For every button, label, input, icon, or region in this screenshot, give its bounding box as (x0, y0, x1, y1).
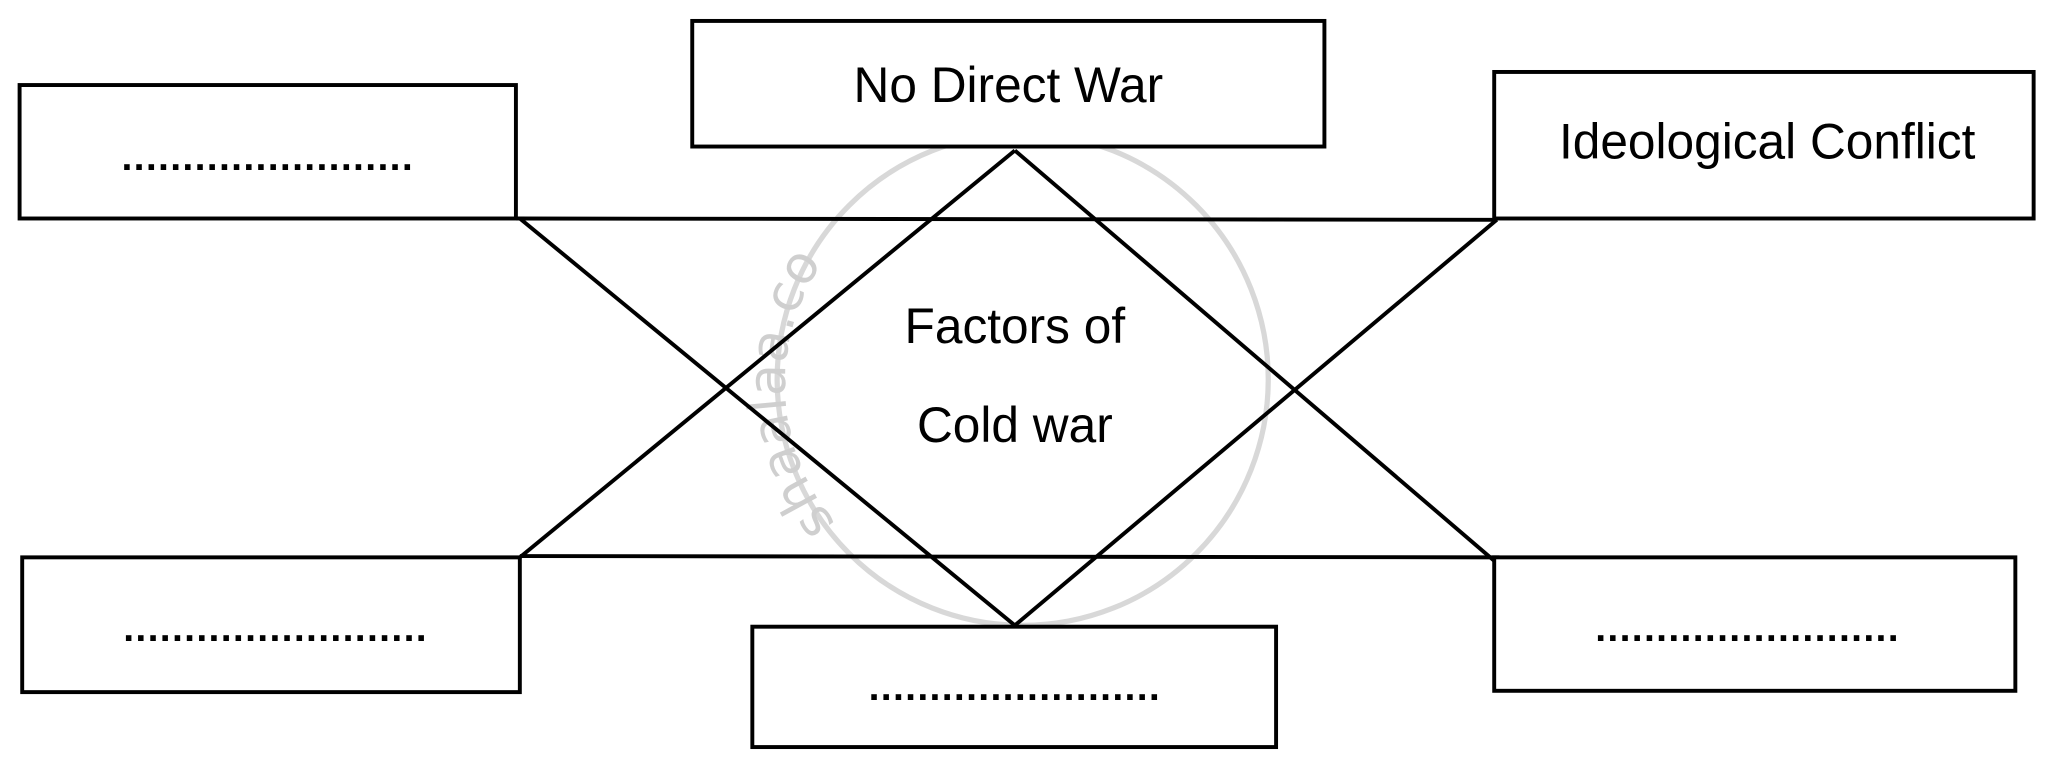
box-top-center: No Direct War (690, 18, 1327, 149)
box-bottom-left-text: ......................... (123, 607, 428, 650)
connector-bottomleft-to-top (518, 148, 1017, 559)
box-bottom-right-text: ......................... (1595, 607, 1900, 650)
connector-bottom-horizontal (519, 554, 1500, 560)
box-bottom-left: ......................... (20, 555, 522, 695)
box-top-left: ........................ (17, 83, 518, 221)
box-bottom-center: ........................ (750, 624, 1279, 750)
box-top-right-text: Ideological Conflict (1559, 113, 1976, 169)
center-title-line2: Cold war (917, 397, 1113, 453)
center-title-line1: Factors of (905, 298, 1126, 354)
box-bottom-right: ......................... (1492, 555, 2018, 693)
connector-topright-to-bottom (1013, 218, 1499, 627)
watermark-circle (774, 130, 1271, 629)
box-bottom-center-text: ........................ (869, 666, 1162, 709)
connector-top-to-bottomright (1013, 148, 1501, 567)
connector-topleft-to-bottom (518, 216, 1017, 627)
box-top-left-text: ........................ (121, 136, 414, 179)
box-top-center-text: No Direct War (853, 57, 1163, 113)
connector-top-horizontal (515, 216, 1495, 222)
box-top-right: Ideological Conflict (1492, 69, 2036, 221)
